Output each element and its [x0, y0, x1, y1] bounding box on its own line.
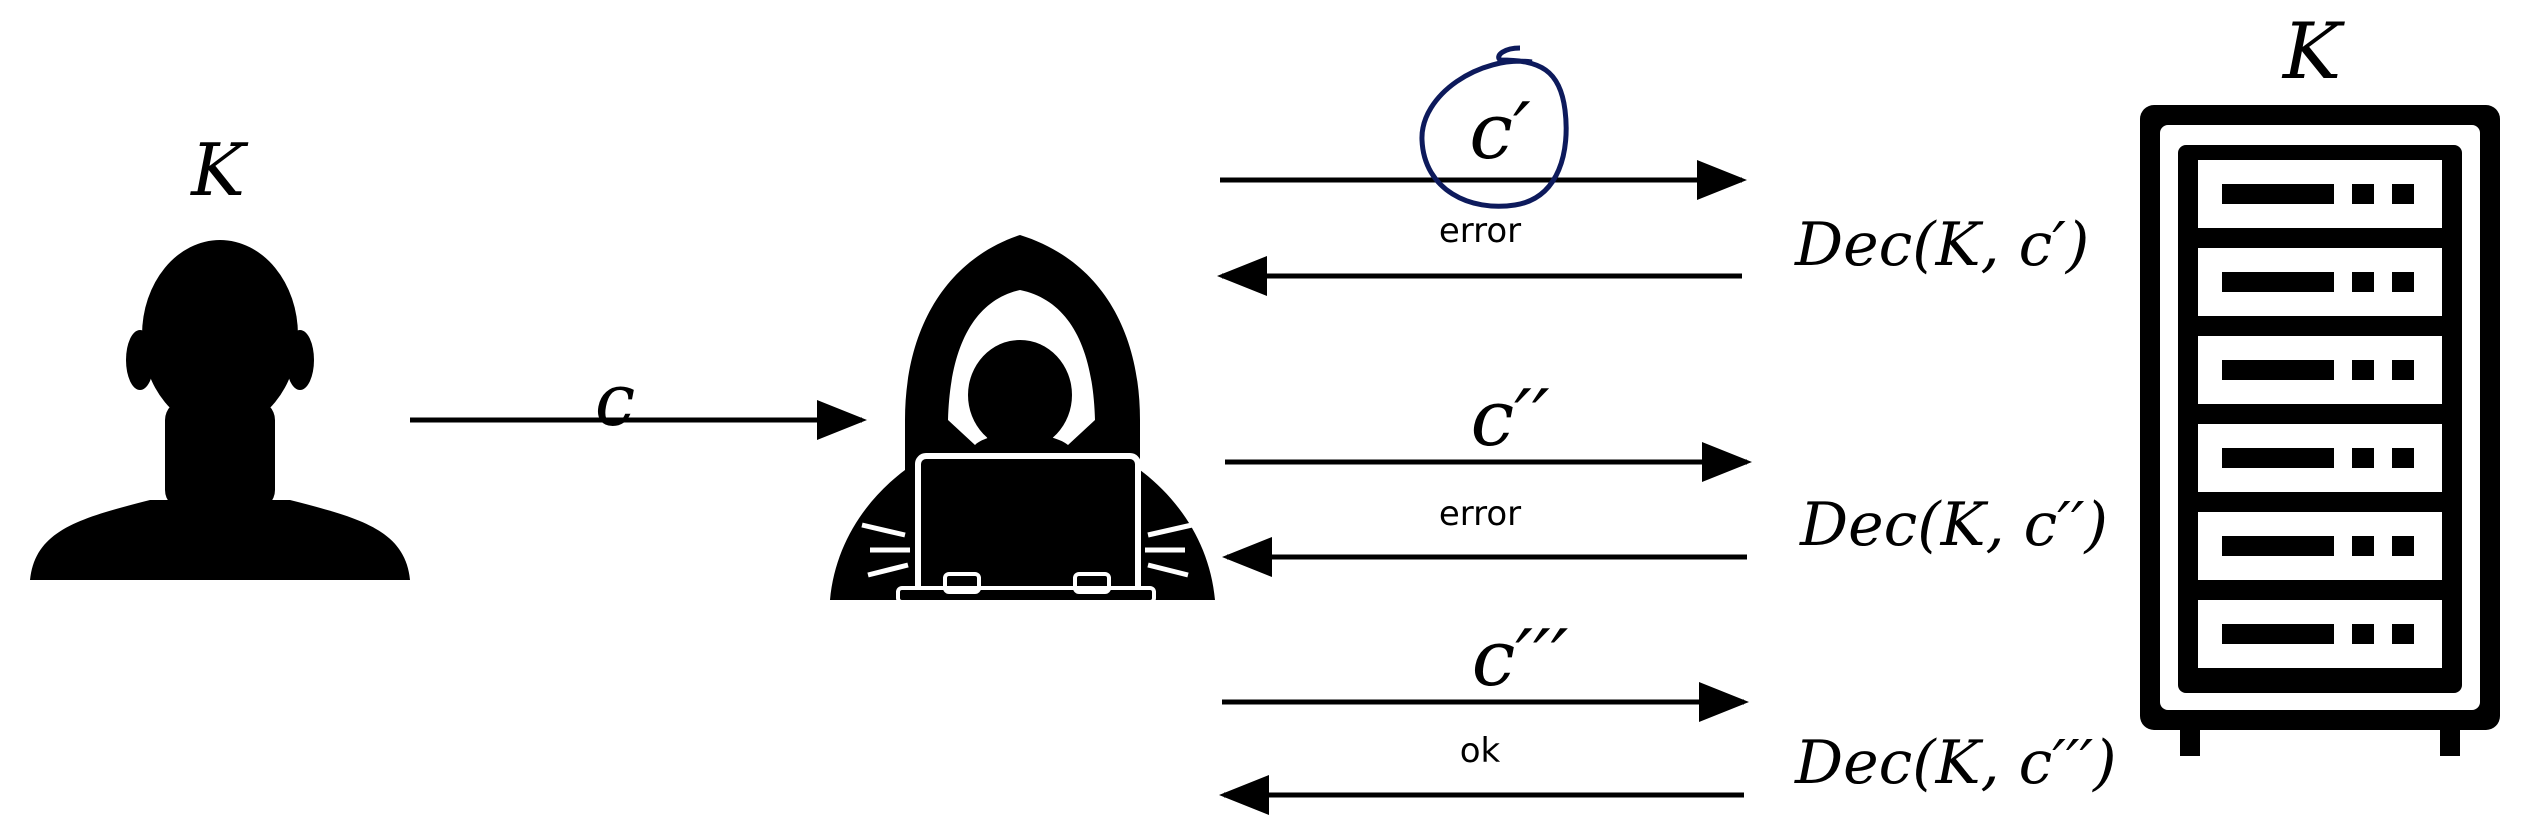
query-label-2: c′′ [1470, 374, 1549, 464]
exchange-1: c′ error Dec(K, c′) [1217, 45, 2089, 296]
server-key-label: K [2281, 7, 2346, 97]
server-rack-icon [2140, 105, 2500, 756]
decryption-label-2: Dec(K, c′′) [1799, 490, 2108, 560]
exchange-2: c′′ error Dec(K, c′′) [1222, 374, 2108, 577]
highlight-circle [1419, 45, 1569, 209]
user-group: K [30, 128, 410, 580]
intercept-label: c [595, 358, 635, 442]
decryption-label-1: Dec(K, c′) [1794, 210, 2089, 280]
user-silhouette-icon [30, 240, 410, 580]
decryption-label-3: Dec(K, c′′′) [1794, 728, 2116, 798]
server-unit [2198, 248, 2442, 316]
server-unit [2198, 600, 2442, 668]
server-unit [2198, 336, 2442, 404]
user-key-label: K [189, 128, 249, 212]
hooded-hacker-laptop-icon [830, 235, 1215, 604]
reply-label-1: error [1439, 211, 1521, 251]
intercept-arrow-group: c [410, 358, 867, 442]
server-unit [2198, 512, 2442, 580]
query-label-3: c′′′ [1472, 614, 1569, 704]
reply-label-2: error [1439, 494, 1521, 534]
server-unit [2198, 160, 2442, 228]
exchange-3: c′′′ ok Dec(K, c′′′) [1219, 614, 2116, 815]
server-unit [2198, 424, 2442, 492]
server-group: K [2140, 7, 2500, 756]
reply-label-3: ok [1460, 731, 1501, 771]
query-label-1: c′ [1469, 87, 1531, 177]
